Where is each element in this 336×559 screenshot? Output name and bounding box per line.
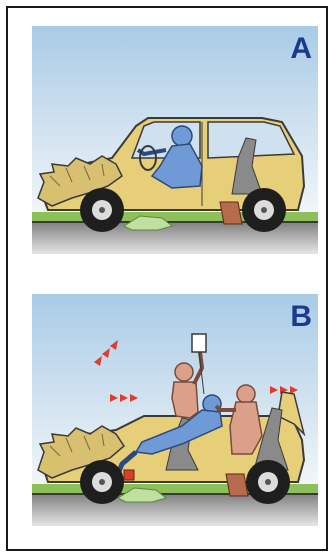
rescuer-standing-body [172,382,198,418]
panel-b: B [32,294,318,526]
iv-bag [192,334,206,352]
occupant-head [172,126,192,146]
front-support-block [124,470,134,480]
panel-a-scene [32,26,318,254]
support-block [226,474,248,496]
support-block [220,202,242,224]
rescuer-rear-head [237,385,255,403]
panel-label-a: A [290,34,312,64]
illustration-frame: A [6,6,328,551]
panel-a: A [32,26,318,254]
panel-label-b: B [290,302,312,332]
panel-b-scene [32,294,318,526]
rescuer-standing-head [175,363,193,381]
